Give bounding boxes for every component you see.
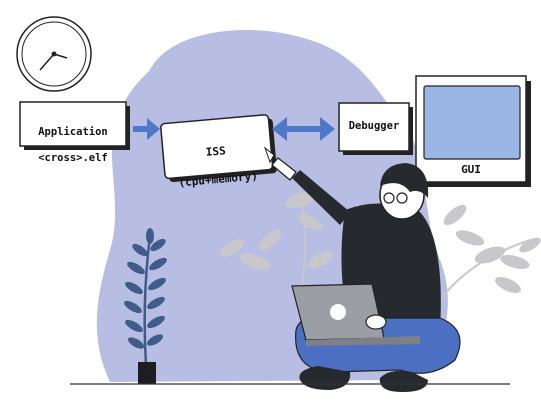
iss-box [160,114,277,183]
potted-plant [124,228,167,384]
application-label: Application <cross>.elf [20,113,126,178]
application-line1: Application [38,126,108,138]
application-line2: <cross>.elf [38,152,108,164]
iss-line1: ISS [205,144,227,159]
debugger-box [338,102,413,155]
iss-line2: (cpu+memory) [178,169,259,190]
gui-label: GUI [461,163,481,176]
arrow-right-icon [133,118,160,140]
person [263,146,461,392]
double-arrow-icon [272,117,335,141]
clock-icon [16,16,92,92]
application-box [19,101,130,150]
iss-label: ISS (cpu+memory) [160,126,274,205]
gui-window [415,75,531,187]
grey-plant [219,189,541,301]
debugger-label: Debugger [348,120,400,132]
